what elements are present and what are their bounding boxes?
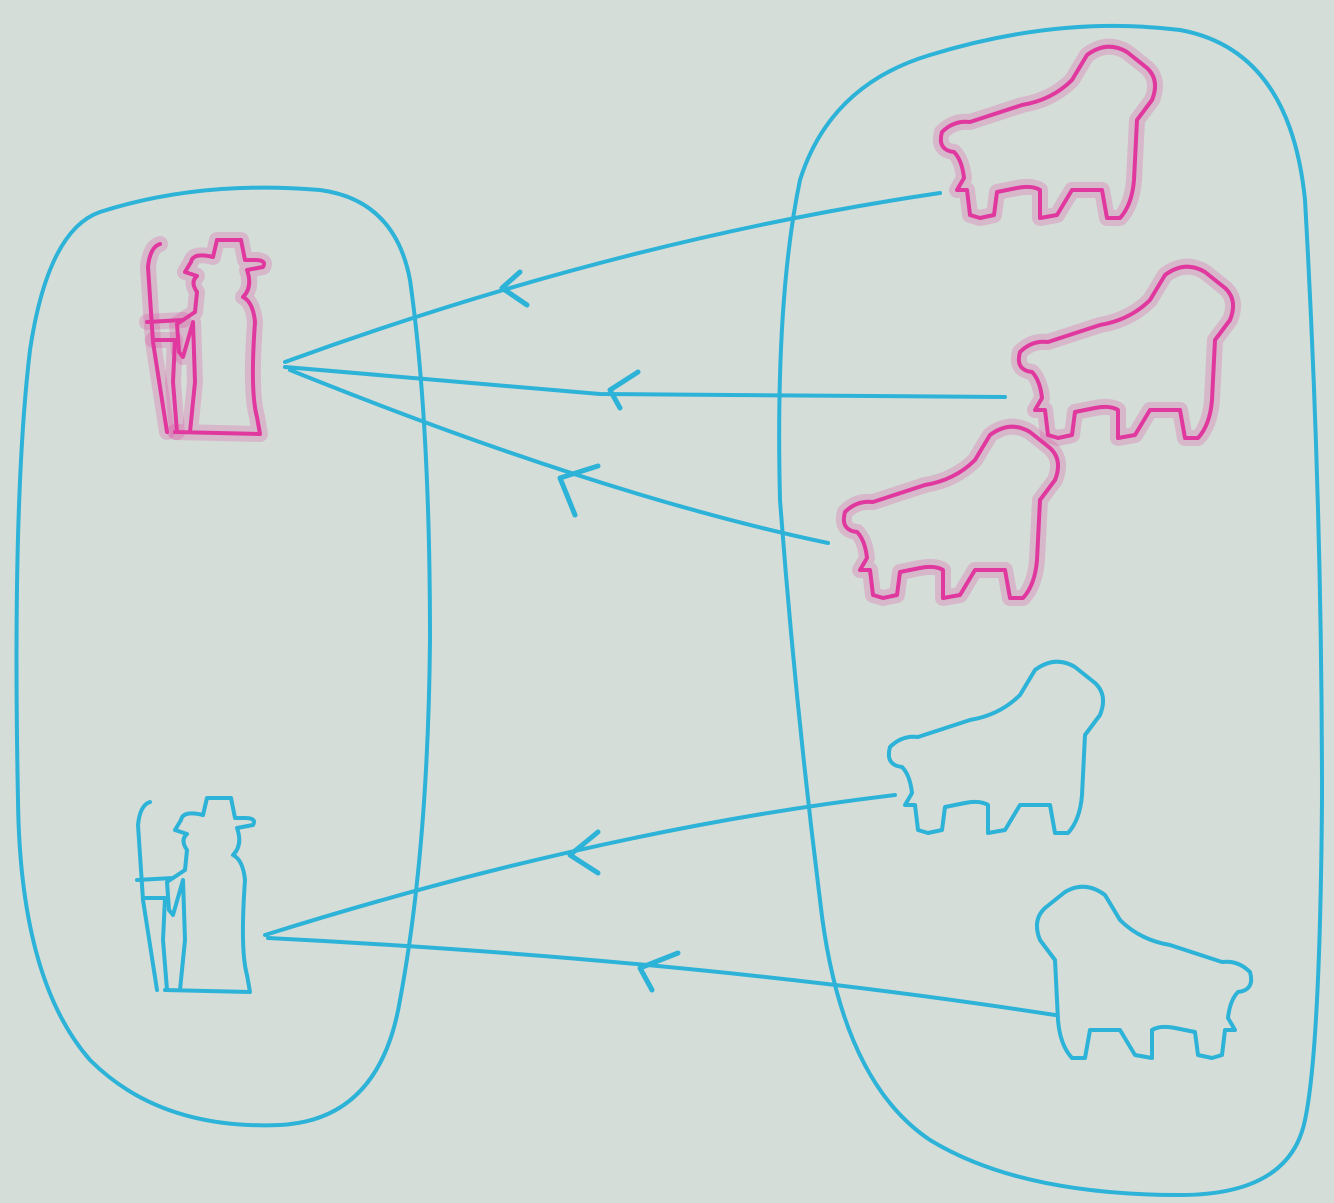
shepherd-with-staff-icon — [147, 240, 264, 434]
shepherd-with-staff-icon — [137, 798, 254, 992]
sheep-icon — [844, 427, 1058, 598]
arrow-connections — [265, 193, 1055, 1015]
shepherd-pink — [147, 240, 264, 434]
left-set-outline — [17, 188, 431, 1126]
sheep-icon — [941, 47, 1155, 218]
arrowhead-icon — [570, 832, 598, 873]
arrow-sheep-5-to-shepherd-2 — [268, 938, 1055, 1015]
arrow-sheep-4-to-shepherd-2 — [265, 795, 895, 935]
arrow-sheep-2-to-shepherd-1 — [285, 367, 1005, 408]
sheep-pink-1 — [941, 47, 1155, 218]
sheep-icon — [1037, 887, 1251, 1058]
arrowhead-icon — [640, 953, 678, 990]
shepherd-blue — [137, 798, 254, 992]
sheep-pink-3 — [844, 427, 1058, 598]
arrowhead-icon — [610, 372, 638, 408]
sheep-icon — [889, 662, 1103, 833]
right-set-outline — [779, 26, 1322, 1195]
sheep-pink-2 — [1019, 267, 1233, 438]
sheep-blue-1 — [889, 662, 1103, 833]
sheep-icon — [1019, 267, 1233, 438]
sheep-blue-2 — [1037, 887, 1251, 1058]
